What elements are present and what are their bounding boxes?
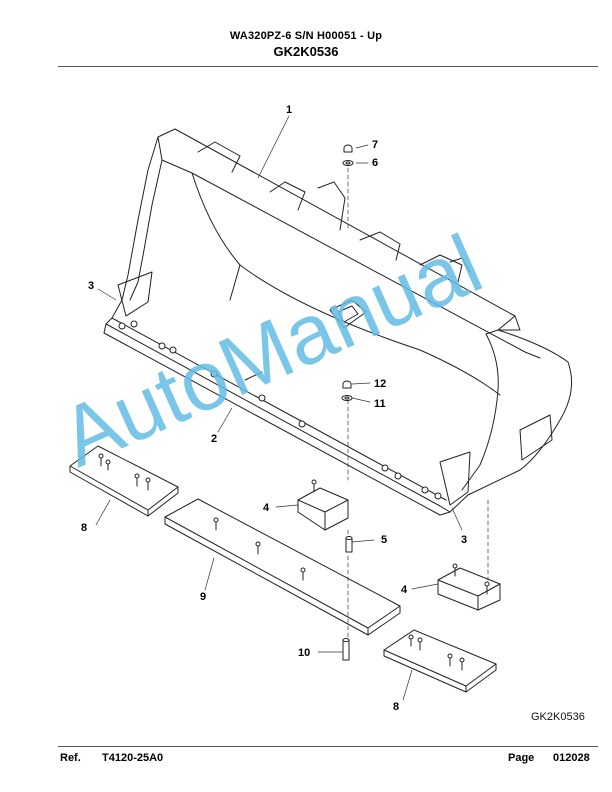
callout-6: 6: [372, 157, 378, 169]
page-label: Page: [508, 752, 535, 764]
callout-1: 1: [286, 104, 292, 116]
callout-11: 11: [374, 398, 386, 410]
callout-9: 9: [200, 591, 206, 603]
callout-10: 10: [298, 647, 310, 659]
plate-studs-upper-left: [98, 453, 151, 491]
callout-3-left: 3: [88, 280, 94, 292]
base-edge-plate: [164, 498, 401, 629]
corner-block-middle: [297, 487, 349, 531]
ref-label: Ref.: [60, 752, 81, 764]
callout-4-right: 4: [401, 584, 408, 596]
callout-8-right: 8: [393, 701, 399, 713]
nut-washer-top: [342, 144, 354, 166]
page-title: WA320PZ-6 S/N H00051 - Up: [229, 30, 383, 42]
callout-12: 12: [374, 378, 386, 390]
left-side-cutter: [117, 271, 153, 317]
bolt-5: [345, 536, 353, 553]
callout-3-right: 3: [461, 534, 467, 546]
callout-2: 2: [211, 433, 217, 445]
header-divider: [58, 66, 598, 67]
bucket-inner-floor: [191, 172, 501, 396]
figure-code: GK2K0536: [531, 711, 585, 723]
right-side-cutter: [439, 451, 471, 506]
wear-plate-lower-right: [383, 629, 497, 687]
nut-washer-middle: [341, 380, 353, 401]
callout-8-left: 8: [81, 522, 87, 534]
corner-block-right: [437, 567, 501, 611]
diagram-code: GK2K0536: [273, 44, 339, 59]
bolt-10: [342, 638, 350, 661]
page-number: 012028: [553, 752, 590, 764]
callout-4-middle: 4: [263, 502, 270, 514]
footer-divider: [58, 746, 598, 747]
edge-bolts: [118, 320, 442, 500]
watermark-text: AutoManual: [47, 216, 495, 484]
bucket-right-side: [449, 329, 573, 513]
ref-value: T4120-25A0: [102, 752, 164, 764]
mounting-pad: [329, 299, 367, 329]
cutting-edge: [105, 323, 451, 513]
callout-7: 7: [372, 139, 378, 151]
callout-5: 5: [381, 534, 387, 546]
